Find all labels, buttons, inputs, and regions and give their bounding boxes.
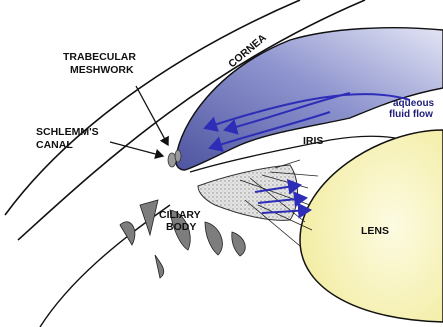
trabecular-pointer: [136, 86, 168, 145]
schlemm-pointer: [110, 142, 163, 156]
schlemm-label-line2: CANAL: [36, 139, 73, 151]
trabecular-label-line2: MESHWORK: [70, 64, 134, 76]
trabecular-label-line1: TRABECULAR: [63, 51, 136, 63]
aqueous-label-line2: fluid flow: [389, 109, 433, 120]
schlemm-label-line1: SCHLEMM'S: [36, 126, 99, 138]
iris-label: IRIS: [303, 135, 323, 147]
ciliary-label-line2: BODY: [166, 221, 196, 233]
ciliary-label-line1: CILIARY: [159, 209, 201, 221]
lens-label: LENS: [361, 225, 389, 237]
aqueous-label-line1: aqueous: [393, 98, 435, 109]
